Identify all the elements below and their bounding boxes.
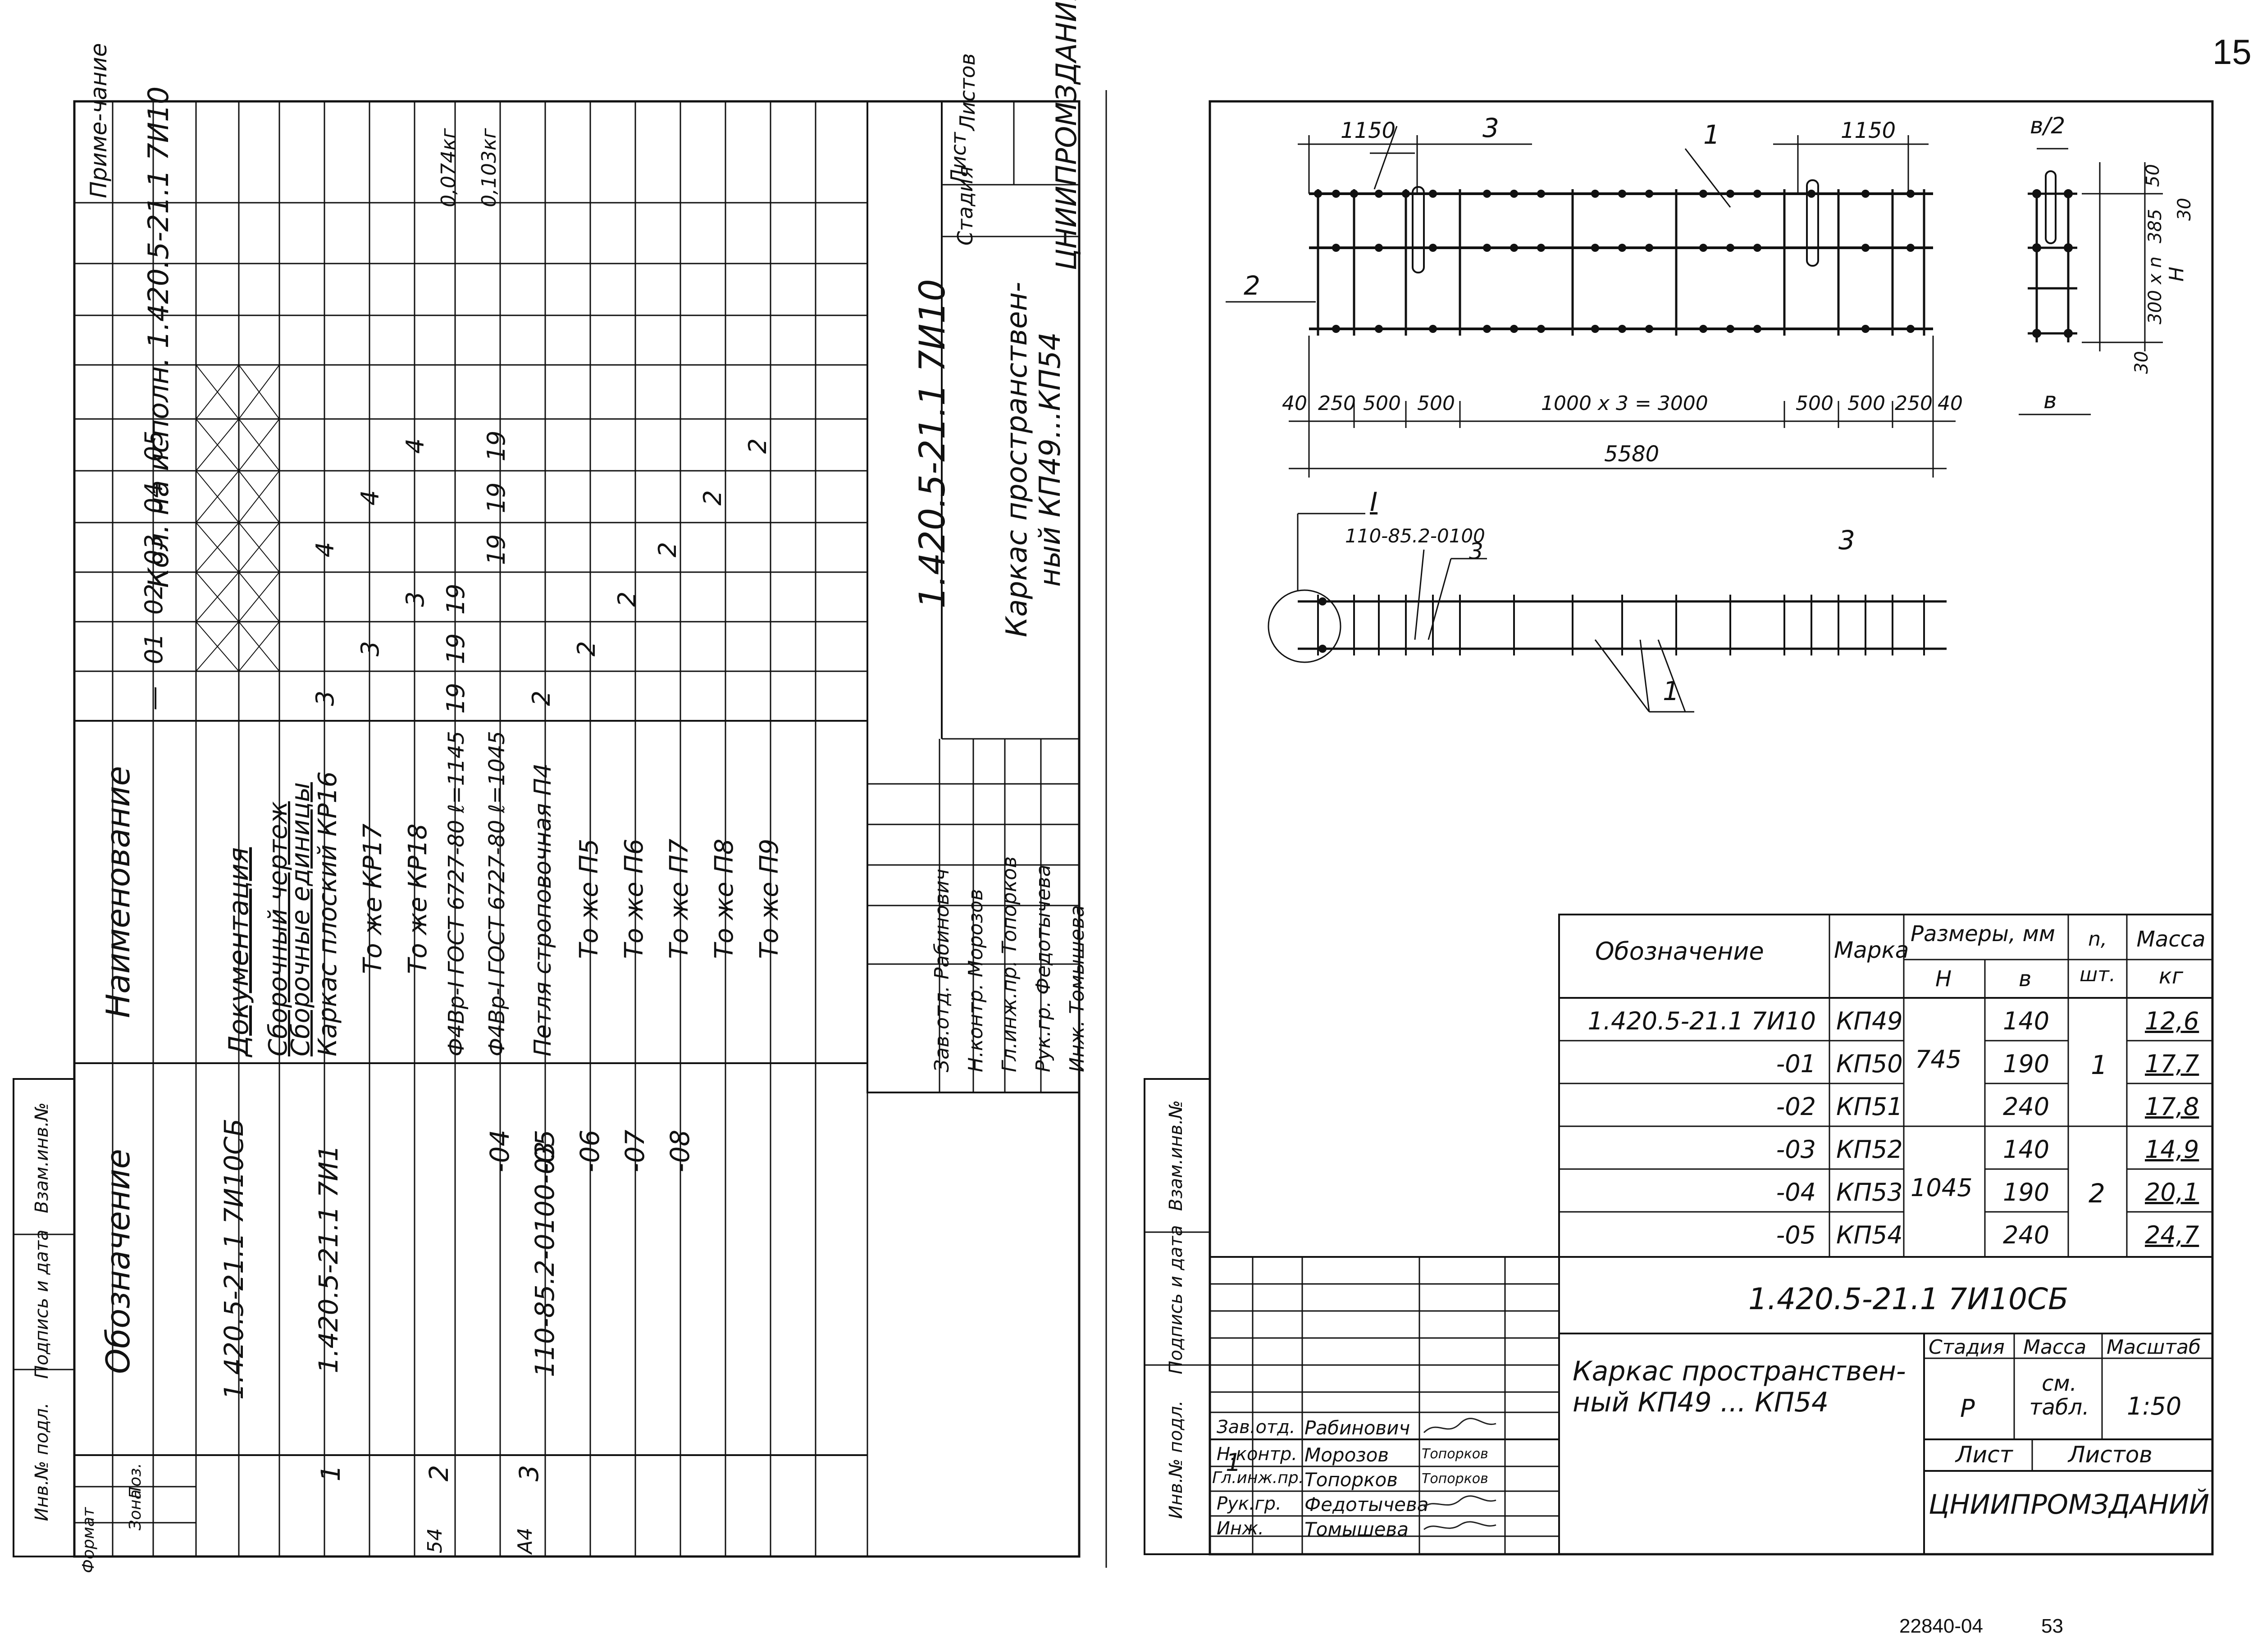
right-title-mass-h: Масса — [2023, 1336, 2087, 1359]
dim-bottom-6: 500 — [1847, 392, 1885, 415]
right-title-mass: см. табл. — [2029, 1371, 2089, 1420]
table-row-0-mass: 12,6 — [2145, 1007, 2199, 1035]
footer-code: 22840-04 — [1899, 1615, 1983, 1637]
right-signer-2-sig: Топорков — [1422, 1471, 1488, 1487]
dim-top-left: 1150 — [1341, 118, 1396, 143]
right-signer-2-role: Гл.инж.пр. — [1212, 1469, 1304, 1487]
right-change-no: 1 — [1226, 1448, 1241, 1477]
dim-bottom-2: 500 — [1363, 392, 1401, 415]
table-row-3-mark: КП52 — [1836, 1135, 1903, 1164]
dim-bottom-4: 1000 х 3 = 3000 — [1541, 392, 1708, 415]
dim-bottom-0: 40 — [1282, 392, 1307, 415]
right-title-code: 1.420.5-21.1 7И10СБ — [1748, 1282, 2069, 1316]
right-title-stage: Р — [1960, 1394, 1975, 1423]
table-header-mass: Масса кг — [2136, 927, 2206, 989]
plan-loop-code: 110-85.2-0100 — [1345, 525, 1485, 547]
right-signer-1-name: Морозов — [1304, 1444, 1389, 1466]
right-stamp-0: Инв.№ подл. — [1166, 1400, 1186, 1519]
right-signer-3-name: Федотычева — [1304, 1493, 1429, 1515]
table-group-2-h: 1045 — [1911, 1174, 1973, 1202]
table-sub-b: в — [2019, 966, 2032, 992]
right-stamp-2: Взам.инв.№ — [1166, 1100, 1186, 1211]
dim-top-right: 1150 — [1841, 118, 1896, 143]
table-row-1-mark: КП50 — [1836, 1050, 1903, 1078]
right-signer-2-name: Топорков — [1304, 1469, 1398, 1491]
right-signer-4-name: Томышева — [1304, 1518, 1409, 1540]
table-header-sizes: Размеры, мм — [1911, 921, 2055, 947]
dim-total: 5580 — [1604, 441, 1660, 467]
dim-bottom-8: 40 — [1938, 392, 1963, 415]
right-title-sheets: Листов — [2068, 1442, 2153, 1468]
table-group-1-h: 745 — [1915, 1045, 1962, 1074]
table-row-4-designation: -04 — [1776, 1178, 1816, 1206]
right-signer-1-sig: Топорков — [1422, 1446, 1488, 1462]
callout-3-top: 3 — [1482, 113, 1499, 143]
table-row-5-b: 240 — [2003, 1221, 2050, 1249]
right-signer-0-name: Рабинович — [1304, 1417, 1410, 1439]
table-row-3-b: 140 — [2003, 1135, 2050, 1164]
callout-i: I — [1370, 487, 1378, 517]
right-title-name: Каркас пространствен-ный КП49 ... КП54 — [1573, 1356, 1906, 1418]
dim-bottom-3: 500 — [1417, 392, 1455, 415]
plan-callout-3b: 3 — [1838, 525, 1855, 555]
right-title-scale-h: Масштаб — [2107, 1336, 2201, 1359]
right-title-sheet: Лист — [1956, 1442, 2013, 1468]
table-header-mark: Марка — [1834, 937, 1909, 963]
table-row-1-mass: 17,7 — [2145, 1050, 2199, 1078]
table-header-designation: Обозначение — [1595, 937, 1764, 965]
right-title-org: ЦНИИПРОМЗДАНИЙ — [1929, 1489, 2210, 1520]
page-number: 157 — [2212, 32, 2253, 72]
section-label-b: в — [2043, 387, 2057, 414]
table-row-2-mass: 17,8 — [2145, 1092, 2199, 1121]
footer-page: 53 — [2041, 1615, 2063, 1637]
table-row-2-mark: КП51 — [1836, 1092, 1903, 1121]
dim-bottom-5: 500 — [1796, 392, 1833, 415]
right-signer-1-role: Н.контр. — [1217, 1444, 1297, 1465]
callout-2: 2 — [1244, 270, 1260, 301]
table-row-5-designation: -05 — [1776, 1221, 1816, 1249]
section-label-b2: в/2 — [2030, 113, 2066, 139]
table-row-2-designation: -02 — [1776, 1092, 1816, 1121]
table-sub-h: H — [1935, 966, 1952, 992]
table-group-1-n: 1 — [2091, 1050, 2107, 1080]
table-row-0-designation: 1.420.5-21.1 7И10 — [1587, 1007, 1816, 1035]
right-signer-3-role: Рук.гр. — [1217, 1493, 1282, 1514]
table-row-4-mark: КП53 — [1836, 1178, 1903, 1206]
table-row-4-b: 190 — [2003, 1178, 2050, 1206]
table-row-4-mass: 20,1 — [2145, 1178, 2199, 1206]
table-header-n: n, шт. — [2080, 928, 2116, 987]
right-signer-0-role: Зав.отд. — [1217, 1417, 1295, 1438]
table-row-3-mass: 14,9 — [2145, 1135, 2199, 1164]
table-row-0-b: 140 — [2003, 1007, 2050, 1035]
table-group-2-n: 2 — [2089, 1178, 2105, 1209]
table-row-5-mark: КП54 — [1836, 1221, 1903, 1249]
table-row-2-b: 240 — [2003, 1092, 2050, 1121]
right-title-scale: 1:50 — [2127, 1392, 2182, 1420]
dim-bottom-7: 250 — [1895, 392, 1933, 415]
right-signer-4-role: Инж. — [1217, 1518, 1264, 1539]
right-title-stage-h: Стадия — [1929, 1336, 2005, 1359]
table-row-3-designation: -03 — [1776, 1135, 1816, 1164]
callout-1-top: 1 — [1703, 119, 1720, 150]
plan-callout-3a: 3 — [1469, 538, 1483, 564]
dim-bottom-1: 250 — [1318, 392, 1356, 415]
table-row-1-designation: -01 — [1776, 1050, 1816, 1078]
table-row-1-b: 190 — [2003, 1050, 2050, 1078]
table-row-5-mass: 24,7 — [2145, 1221, 2199, 1249]
table-row-0-mark: КП49 — [1836, 1007, 1903, 1035]
plan-callout-1: 1 — [1663, 676, 1679, 706]
